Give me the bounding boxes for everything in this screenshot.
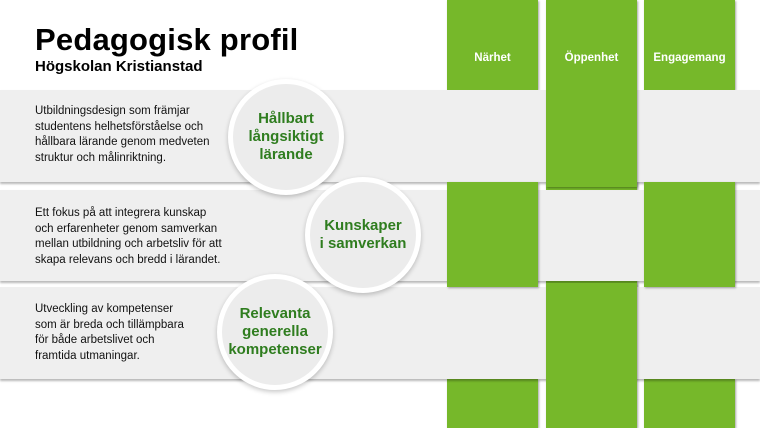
column-narhet-top: Närhet [447, 0, 538, 90]
row-1-description: Utbildningsdesign som främjar studentens… [35, 105, 210, 164]
circle-relevanta-generella-kompetenser: Relevanta generella kompetenser [217, 274, 333, 390]
column-narhet-bottom [447, 379, 538, 428]
row-3-description: Utveckling av kompetenser som är breda o… [35, 303, 184, 362]
column-engagemang-top: Engagemang [644, 0, 735, 90]
column-narhet-mid [447, 182, 538, 287]
column-label-engagemang: Engagemang [653, 52, 726, 64]
row-band-3: Utveckling av kompetenser som är breda o… [0, 287, 760, 379]
column-engagemang-mid [644, 182, 735, 287]
row-band-1: Utbildningsdesign som främjar studentens… [0, 90, 760, 182]
column-engagemang-bottom [644, 379, 735, 428]
row-2-description: Ett fokus på att integrera kunskap och e… [35, 207, 222, 266]
page-subtitle: Högskolan Kristianstad [35, 58, 203, 75]
circle-kunskaper-i-samverkan: Kunskaper i samverkan [305, 177, 421, 293]
circle-hallbart-langsiktigt-larande: Hållbart långsiktigt lärande [228, 79, 344, 195]
column-oppenhet-bottom [546, 283, 637, 428]
column-oppenhet-top: Öppenhet [546, 0, 637, 187]
page-title: Pedagogisk profil [35, 22, 299, 57]
column-label-oppenhet: Öppenhet [564, 52, 619, 64]
column-label-narhet: Närhet [474, 52, 511, 64]
